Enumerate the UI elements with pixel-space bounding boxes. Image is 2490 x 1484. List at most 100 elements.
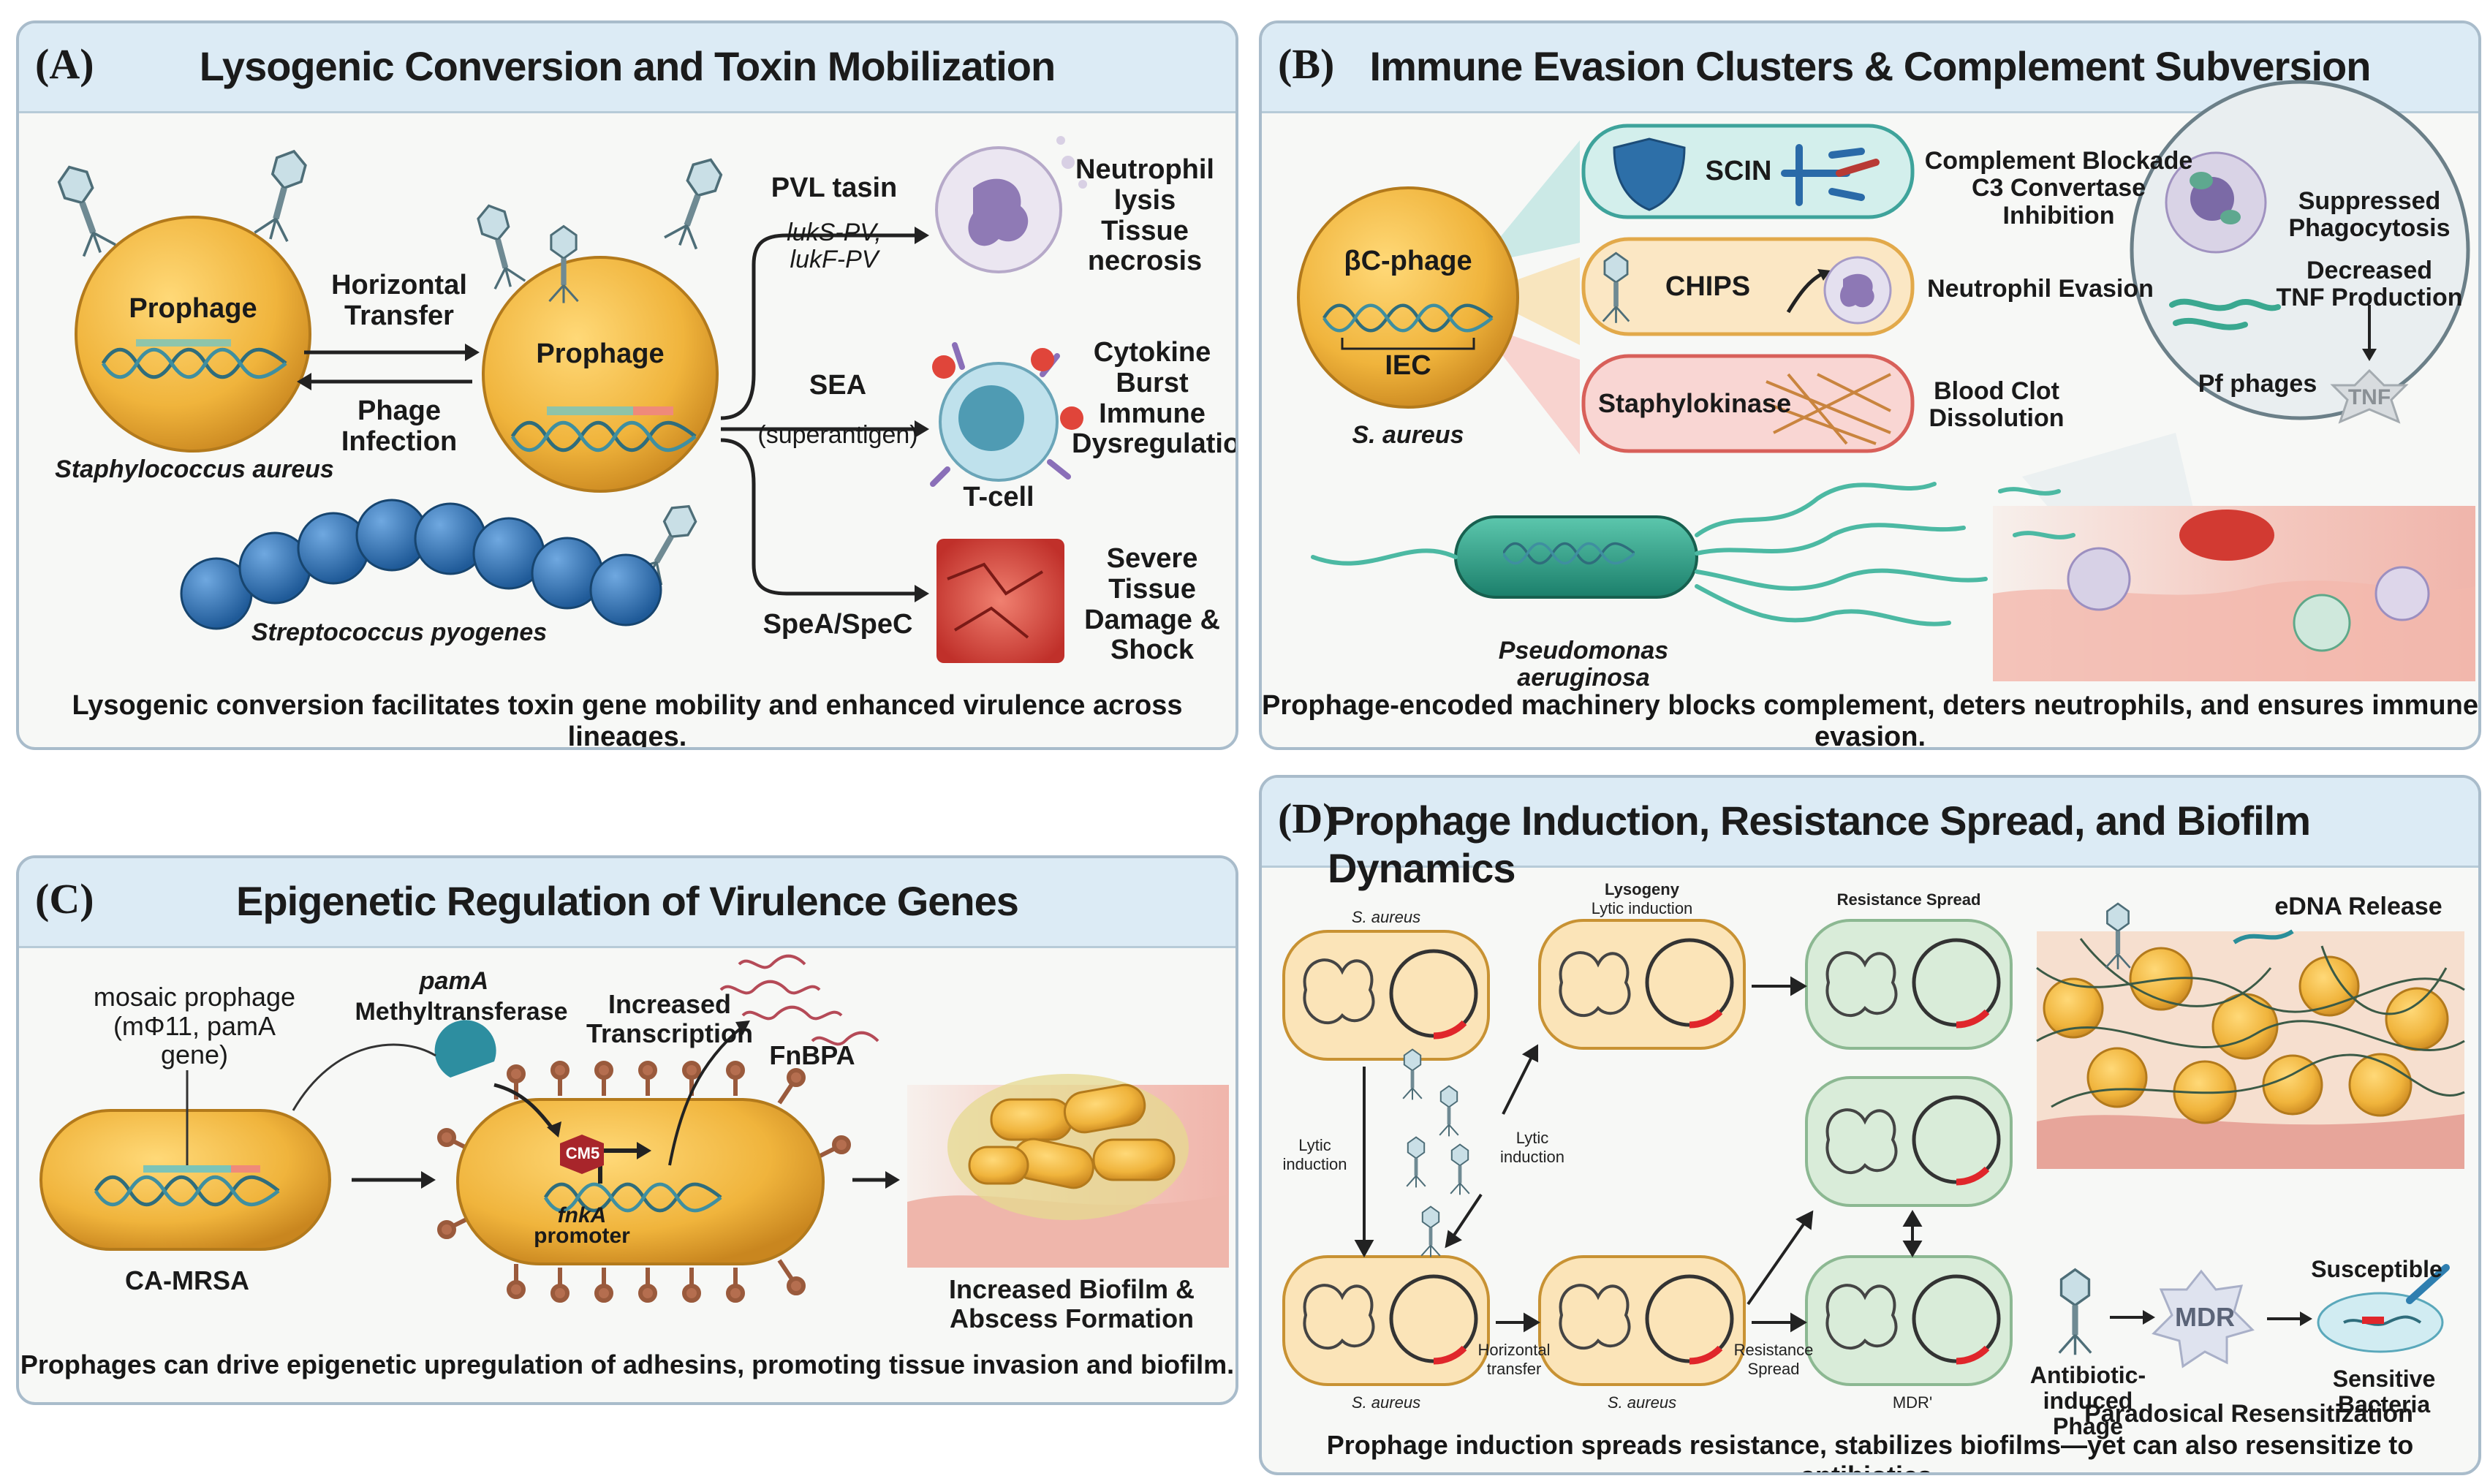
- staph-species-label: Staphylococcus aureus: [55, 455, 334, 483]
- s-aureus-bottom-left-label: S. aureus: [1351, 1393, 1421, 1412]
- lytic-induction-top-label: Lytic induction: [1591, 899, 1693, 917]
- panel-c-label: (C): [35, 875, 94, 923]
- phage-icon: [1402, 1048, 1423, 1101]
- strep-species-label: Streptococcus pyogenes: [251, 618, 548, 646]
- panel-a-label: (A): [35, 40, 94, 88]
- staphylokinase-label: Staphylokinase: [1598, 388, 1792, 418]
- panel-a-illustration: [52, 136, 1087, 663]
- methyltransferase-icon: [434, 1020, 496, 1078]
- edna-strands: [2036, 938, 2465, 1108]
- ca-mrsa-label: CA-MRSA: [125, 1265, 249, 1295]
- s-aureus-top-label: S. aureus: [1351, 908, 1421, 926]
- resistance-spread-small-label: Resistance Spread: [1733, 1341, 1814, 1379]
- chips-effect-label: Neutrophil Evasion: [1927, 275, 2154, 303]
- horizontal-transfer-small-label: Horizontal transfer: [1477, 1341, 1551, 1379]
- antibody-icon: [1781, 144, 1865, 206]
- panel-a-header: [19, 23, 1235, 113]
- cm5-label: CM5: [565, 1144, 600, 1162]
- strep-chain: [180, 499, 662, 630]
- horizontal-transfer-label: Horizontal Transfer: [331, 270, 467, 331]
- phage-icon: [472, 200, 527, 292]
- panel-c-illustration: [39, 954, 1229, 1303]
- resistance-gene-marker: [1433, 1009, 1990, 1365]
- bc-phage-label: βC-phage: [1344, 246, 1472, 276]
- panel-b-illustration: [1297, 80, 2475, 681]
- edna-release-label: eDNA Release: [2274, 893, 2442, 920]
- mosaic-prophage-label: mosaic prophage (mΦ11, pamA gene): [93, 982, 296, 1070]
- sea-label: SEA: [809, 370, 867, 401]
- pvl-toxin-label: PVL tasin: [771, 173, 898, 203]
- chips-label: CHIPS: [1665, 271, 1751, 302]
- panel-c-header: [19, 858, 1235, 948]
- t-cell-label: T-cell: [963, 482, 1034, 512]
- chips-box: [1581, 237, 1915, 336]
- panel-b-footer: Prophage-encoded machinery blocks comple…: [1262, 690, 2478, 750]
- prophage-label-left: Prophage: [129, 293, 257, 324]
- antibiotic-phage-label: Antibiotic- induced Phage: [2029, 1362, 2146, 1440]
- biofilm-outcome-label: Increased Biofilm & Abscess Formation: [948, 1274, 1195, 1333]
- phage-infection-label: Phage Infection: [341, 395, 458, 457]
- phage-icon: [1439, 1085, 1459, 1137]
- increased-transcription-label: Increased Transcription: [586, 989, 754, 1048]
- superantigen-label: (superantigen): [757, 421, 918, 449]
- panel-a-title: Lysogenic Conversion and Toxin Mobilizat…: [199, 43, 1056, 89]
- panel-c: (C) Epigenetic Regulation of Virulence G…: [16, 855, 1238, 1405]
- phage-icon: [662, 152, 728, 253]
- scin-label: SCIN: [1705, 156, 1772, 186]
- flagella: [1311, 482, 2075, 626]
- pseudomonas-cell: [1454, 515, 1698, 599]
- mrna-icon: [719, 954, 879, 1046]
- panel-d-title: Prophage Induction, Resistance Spread, a…: [1328, 798, 2311, 891]
- cytokine-effect-label: Cytokine Burst Immune Dysregulation: [1072, 337, 1238, 460]
- biofilm-cells: [968, 1083, 1176, 1189]
- scin-effect-label: Complement Blockade C3 Convertase Inhibi…: [1924, 147, 2193, 230]
- mdr-prime-label: MDR': [1892, 1393, 1933, 1412]
- staph-cell-right: [482, 256, 719, 493]
- s-aureus-bottom-mid-label: S. aureus: [1607, 1393, 1677, 1412]
- pseudomonas-label: Pseudomonas aeruginosa: [1498, 637, 1669, 692]
- panel-d: (D) Prophage Induction, Resistance Sprea…: [1259, 775, 2481, 1475]
- paradoxical-label: Paradosical Resensitization: [2084, 1400, 2413, 1428]
- immune-cell-icon: [2067, 547, 2131, 611]
- decreased-label: Decreased TNF Production: [2276, 257, 2463, 312]
- phage-icon: [1406, 1136, 1426, 1189]
- syringe-icon: [2406, 1264, 2450, 1304]
- phage-icon: [1420, 1205, 1441, 1258]
- s-aureus-cell: [1297, 186, 1519, 409]
- pama-label: pamA: [419, 967, 489, 995]
- fnka-label: fnkA: [557, 1203, 607, 1227]
- magnifier-circle: [2130, 80, 2470, 420]
- spea-label: SpeA/SpeC: [762, 609, 913, 640]
- suppressed-label: Suppressed Phagocytosis: [2288, 187, 2451, 243]
- sensitive-bacteria-label: Sensitive Bacteria: [2332, 1366, 2436, 1418]
- panel-a-footer: Lysogenic conversion facilitates toxin g…: [72, 690, 1183, 750]
- promoter-label: promoter: [534, 1224, 630, 1248]
- tnf-icon: [2330, 368, 2409, 424]
- methyltransferase-label: Methyltransferase: [355, 998, 568, 1026]
- susceptible-label: Susceptible: [2311, 1256, 2442, 1282]
- panel-b-title: Immune Evasion Clusters & Complement Sub…: [1369, 43, 2372, 89]
- panel-d-header: [1262, 778, 2478, 868]
- lytic-induction-mid-label: Lytic induction: [1499, 1129, 1565, 1167]
- mdr-label: MDR: [2175, 1302, 2235, 1332]
- tnf-label: TNF: [2347, 385, 2391, 409]
- phage-icon: [2058, 1268, 2092, 1357]
- neutrophil-effect-label: Neutrophil lysis Tissue necrosis: [1075, 154, 1214, 277]
- panel-b: (B) Immune Evasion Clusters & Complement…: [1259, 20, 2481, 750]
- tissue-effect-label: Severe Tissue Damage & Shock: [1084, 543, 1220, 666]
- lysogeny-label: Lysogeny: [1605, 880, 1679, 898]
- phage-icon: [252, 145, 312, 245]
- panel-d-footer: Prophage induction spreads resistance, s…: [1326, 1430, 2414, 1472]
- cytokine-star-icon: [932, 348, 1083, 430]
- s-aureus-label: S. aureus: [1352, 421, 1464, 449]
- staph-cell-left: [75, 216, 311, 453]
- clot-fibrin-icon: [1766, 373, 1891, 445]
- shield-icon: [1613, 137, 1686, 211]
- wound-icon: [2179, 510, 2274, 561]
- phage-icon: [52, 159, 118, 260]
- pvl-genes-label: lukS-PV, lukF-PV: [787, 219, 882, 274]
- panel-b-label: (B): [1278, 40, 1335, 88]
- prophage-label-right: Prophage: [536, 338, 665, 369]
- panel-c-footer: Prophages can drive epigenetic upregulat…: [20, 1349, 1235, 1379]
- cm5-badge: [560, 1135, 604, 1174]
